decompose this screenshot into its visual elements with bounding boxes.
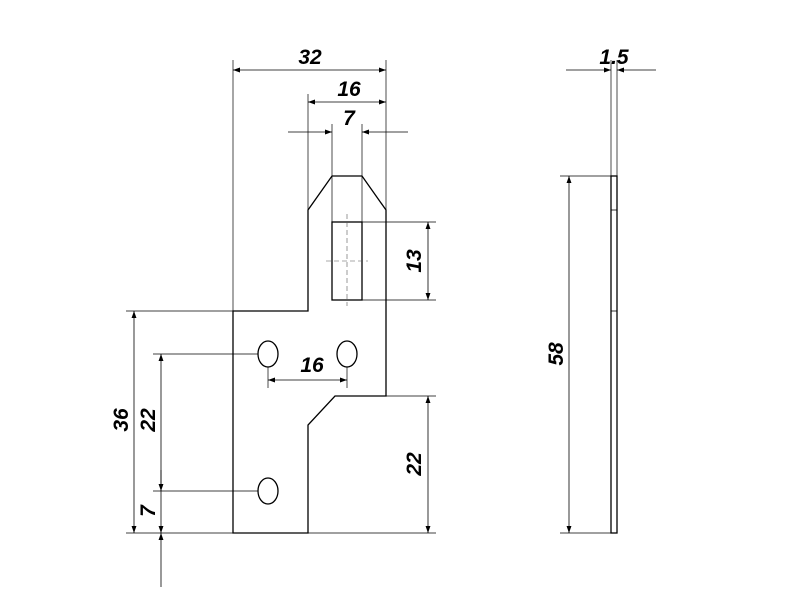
dim-upper-hole-height: 22 [137, 408, 160, 433]
plate-outline [232, 175, 387, 534]
dim-thickness: 1.5 [599, 46, 629, 69]
dim-overall-width: 32 [298, 46, 322, 69]
dim-lower-step-height: 22 [403, 452, 426, 477]
hole-upper-right [336, 340, 358, 368]
dim-left-height: 36 [110, 408, 133, 432]
side-profile [610, 175, 618, 534]
dim-hole-spacing: 16 [300, 354, 324, 377]
dim-slot-height: 13 [403, 249, 426, 273]
front-view: 32 16 7 13 16 22 36 22 7 [110, 46, 436, 587]
dim-tab-width: 16 [337, 78, 361, 101]
hole-lower [257, 477, 279, 505]
dim-overall-height: 58 [545, 342, 568, 366]
dim-lower-hole-height: 7 [137, 504, 160, 517]
hole-upper-left [257, 340, 279, 368]
side-view: 1.5 58 [545, 46, 656, 534]
dim-slot-width: 7 [343, 107, 356, 130]
